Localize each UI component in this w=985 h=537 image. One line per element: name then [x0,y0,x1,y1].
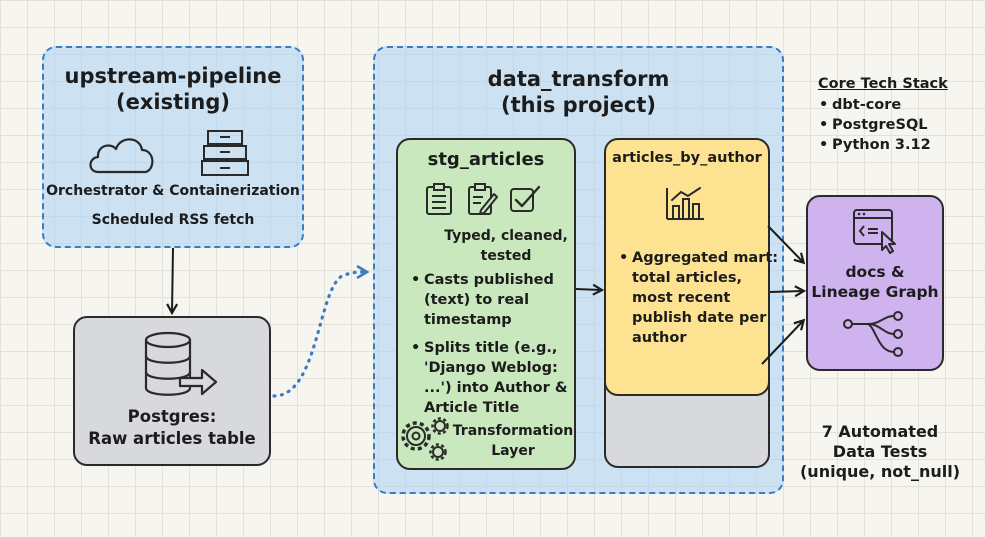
stack-item-dbt: dbt-core [819,95,977,115]
upstream-title-line2: (existing) [116,90,230,114]
transform-title-line2: (this project) [501,93,656,117]
postgres-to-transform-dotted-arrow [272,272,366,398]
mart-bullets: Aggregated mart: total articles, most re… [616,248,782,348]
tests-line1: 7 Automated [821,422,939,441]
stg-title: stg_articles [427,149,545,170]
upstream-pipeline-box [42,46,304,248]
stg-footer: Transformation Layer [450,421,576,461]
cloud-icon [89,138,154,174]
stg-bullet-1: Casts published (text) to real timestamp [411,270,576,330]
upstream-line2: Scheduled RSS fetch [91,212,255,228]
docs-line2: Lineage Graph [811,283,939,301]
stg-subtitle: Typed, cleaned, tested [416,226,596,266]
checkbox-icon [510,185,541,212]
postgres-box [73,316,271,466]
transform-title-line1: data_transform [487,67,670,91]
postgres-line1: Postgres: [127,407,217,426]
postgres-label: Postgres: Raw articles table [73,406,271,450]
tests-line3: (unique, not_null) [799,462,960,481]
stack-title: Core Tech Stack [818,76,948,92]
mart-bullet-1: Aggregated mart: total articles, most re… [619,248,782,348]
stg-subtitle-line1: Typed, cleaned, [444,228,568,244]
gears-icon [401,417,449,461]
stack-item-python: Python 3.12 [819,135,977,155]
postgres-line2: Raw articles table [88,429,256,448]
stg-footer-line1: Transformation [452,423,574,439]
docs-label: docs & Lineage Graph [806,262,944,302]
stack-item-postgres: PostgreSQL [819,115,977,135]
bar-chart-icon [666,187,704,220]
clipboard-edit-icon [468,183,498,215]
browser-code-cursor-icon [853,209,896,254]
stg-footer-line2: Layer [491,443,535,459]
stg-bullet-2: Splits title (e.g., 'Django Weblog: ...'… [411,338,576,418]
lineage-graph-icon [843,311,903,357]
upstream-title: upstream-pipeline (existing) [42,63,304,115]
docs-line1: docs & [845,263,905,281]
transform-title: data_transform (this project) [373,66,784,118]
stg-bullets: Casts published (text) to real timestamp… [408,270,576,418]
automated-tests-note: 7 Automated Data Tests (unique, not_null… [790,422,970,482]
docs-lineage-box [806,195,944,371]
container-drawers-icon [201,130,249,176]
database-export-icon [144,331,218,396]
upstream-to-postgres-arrow [172,247,173,312]
core-tech-stack: Core Tech Stack dbt-core PostgreSQL Pyth… [812,74,977,155]
upstream-line1: Orchestrator & Containerization [46,183,300,199]
stack-list: dbt-core PostgreSQL Python 3.12 [812,95,977,155]
tests-line2: Data Tests [832,442,928,461]
upstream-title-line1: upstream-pipeline [64,64,282,88]
clipboard-list-icon [426,183,452,215]
mart-title: articles_by_author [612,150,762,166]
stg-subtitle-line2: tested [480,248,532,264]
